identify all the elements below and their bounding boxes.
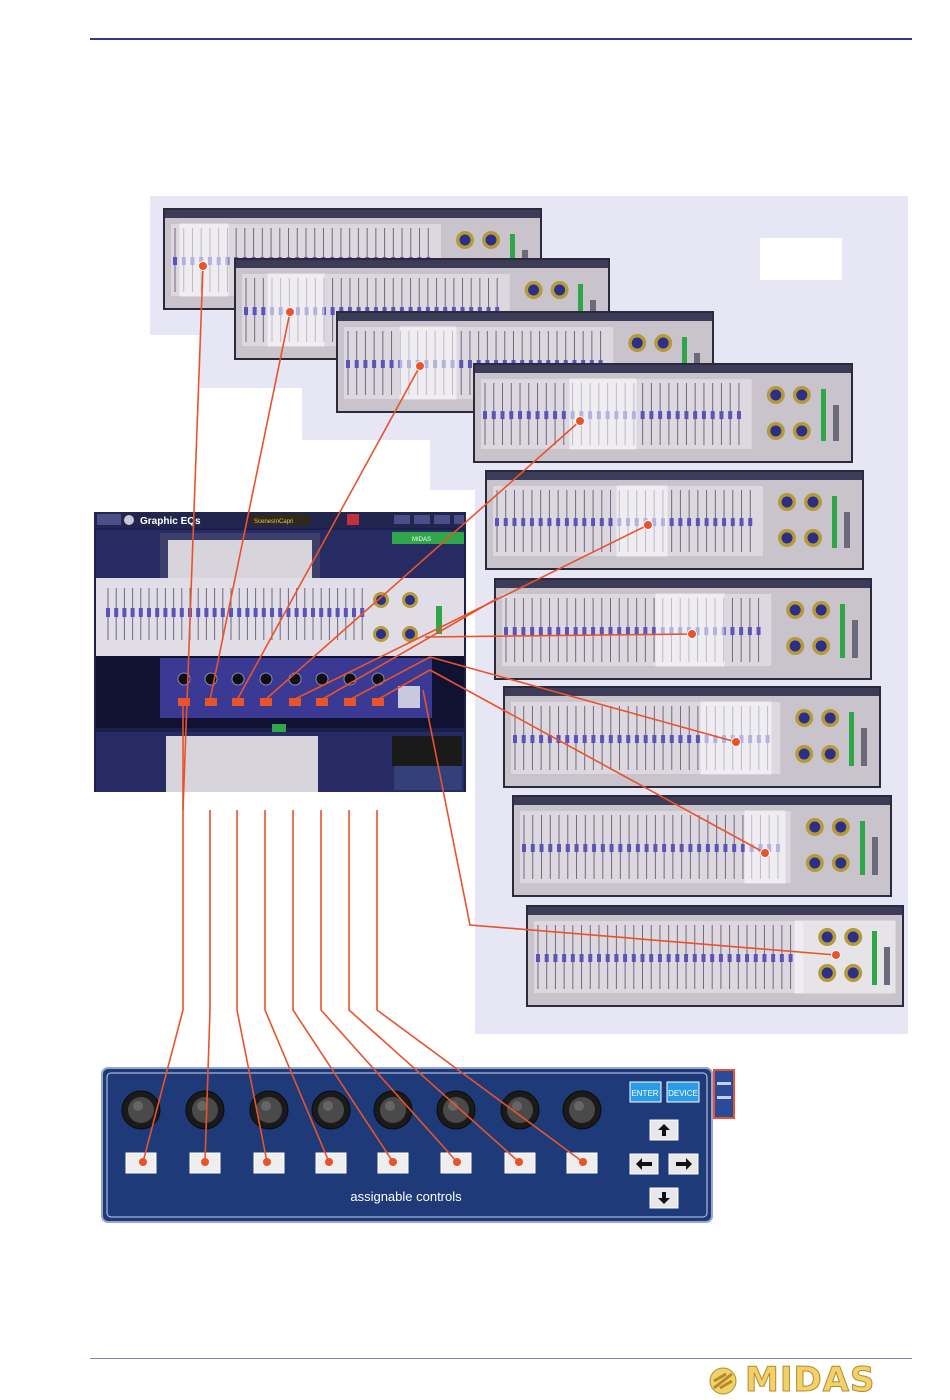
screen-fader — [180, 608, 184, 617]
eq-unit — [494, 578, 872, 680]
screen-fader — [139, 608, 143, 617]
screen-fader — [303, 608, 307, 617]
screen-fader — [319, 608, 323, 617]
connector-dot — [732, 738, 741, 747]
connector-dot — [199, 262, 208, 271]
screen-fader — [254, 608, 258, 617]
eq-unit — [485, 470, 864, 570]
midas-logo: MIDAS — [705, 1366, 917, 1396]
screen-fader — [336, 608, 340, 617]
screen-fader — [172, 608, 176, 617]
connector-dot — [416, 362, 425, 371]
connector-dot — [644, 521, 653, 530]
svg-text:ENTER: ENTER — [631, 1089, 658, 1098]
screen-fader — [295, 608, 299, 617]
eq-unit — [526, 905, 904, 1007]
connector-dot — [515, 1158, 523, 1166]
down-button[interactable] — [650, 1188, 678, 1208]
left-button[interactable] — [630, 1154, 658, 1174]
screen-fader — [106, 608, 110, 617]
connector-dot — [576, 417, 585, 426]
screen-fader — [196, 608, 200, 617]
screen-fader — [163, 608, 167, 617]
connector-dot — [325, 1158, 333, 1166]
screen-fader — [221, 608, 225, 617]
screen-fader — [147, 608, 151, 617]
screen-fader — [270, 608, 274, 617]
screen-fader — [213, 608, 217, 617]
eq-unit — [503, 686, 881, 788]
connector-dot — [139, 1158, 147, 1166]
screen-fader — [327, 608, 331, 617]
up-button[interactable] — [650, 1120, 678, 1140]
svg-text:MIDAS: MIDAS — [412, 537, 431, 543]
scene-name: ScenesInCapri — [254, 519, 293, 525]
connector-dot — [688, 630, 697, 639]
gear-icon — [124, 515, 134, 525]
assignable-controls-panel: assignable controls ENTER DEVICE — [102, 1068, 734, 1222]
connector-dot — [263, 1158, 271, 1166]
screen-title: Graphic EQs — [140, 516, 201, 527]
screen-knob — [260, 673, 272, 685]
gui-screenshot: Graphic EQs ScenesInCapri MIDAS — [94, 512, 466, 792]
screen-fader — [311, 608, 315, 617]
connector-dot — [201, 1158, 209, 1166]
screen-fader — [278, 608, 282, 617]
connector-dot — [579, 1158, 587, 1166]
screen-knob — [289, 673, 301, 685]
connector-dot — [453, 1158, 461, 1166]
screen-fader — [114, 608, 118, 617]
right-button[interactable] — [669, 1154, 698, 1174]
panel-caption: assignable controls — [350, 1189, 462, 1204]
screen-knob — [232, 673, 244, 685]
connector-dot — [286, 308, 295, 317]
screen-fader — [352, 608, 356, 617]
connector-dot — [389, 1158, 397, 1166]
connector-dot — [832, 951, 841, 960]
screen-fader — [237, 608, 241, 617]
screen-button — [205, 698, 217, 706]
eq-unit — [473, 363, 853, 463]
screen-fader — [245, 608, 249, 617]
screen-fader — [229, 608, 233, 617]
screen-fader — [155, 608, 159, 617]
footer-rule — [90, 1358, 912, 1359]
screen-button — [178, 698, 190, 706]
screen-fader — [122, 608, 126, 617]
eq-unit — [512, 795, 892, 897]
screen-fader — [204, 608, 208, 617]
screen-fader — [344, 608, 348, 617]
connector-dot — [761, 849, 770, 858]
svg-text:DEVICE: DEVICE — [668, 1089, 698, 1098]
logo-mark-icon — [705, 1366, 745, 1396]
screen-fader — [262, 608, 266, 617]
screen-fader — [131, 608, 135, 617]
inset-thumbnail — [714, 1070, 734, 1118]
